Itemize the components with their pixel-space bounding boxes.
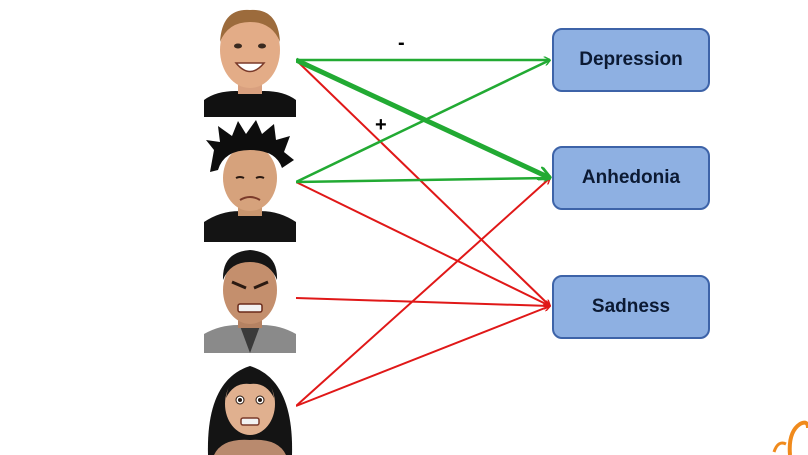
happy-face-photo xyxy=(204,5,296,117)
fearful-face-photo xyxy=(204,360,296,455)
angry-face-photo xyxy=(204,245,296,353)
arrow-happy-to-sadness xyxy=(295,59,550,306)
arrow-happy-to-anhedonia-strong xyxy=(294,57,550,178)
sadness-box: Sadness xyxy=(552,275,710,339)
sad-face-photo xyxy=(204,120,296,242)
arrow-sad-to-anhedonia xyxy=(295,178,550,184)
arrow-sad-to-sadness xyxy=(295,181,550,306)
sadness-label: Sadness xyxy=(591,296,671,317)
minus-sign-annotation: - xyxy=(398,32,405,54)
anhedonia-box: Anhedonia xyxy=(552,146,710,210)
anhedonia-label: Anhedonia xyxy=(581,167,681,188)
depression-box: Depression xyxy=(552,28,710,92)
depression-label: Depression xyxy=(579,49,683,70)
corner-logo-fragment xyxy=(772,420,808,455)
arrow-fearful-to-anhedonia xyxy=(295,178,550,407)
arrow-angry-to-sadness xyxy=(295,297,550,306)
arrow-fearful-to-sadness xyxy=(295,306,550,407)
plus-sign-annotation: + xyxy=(375,114,387,136)
